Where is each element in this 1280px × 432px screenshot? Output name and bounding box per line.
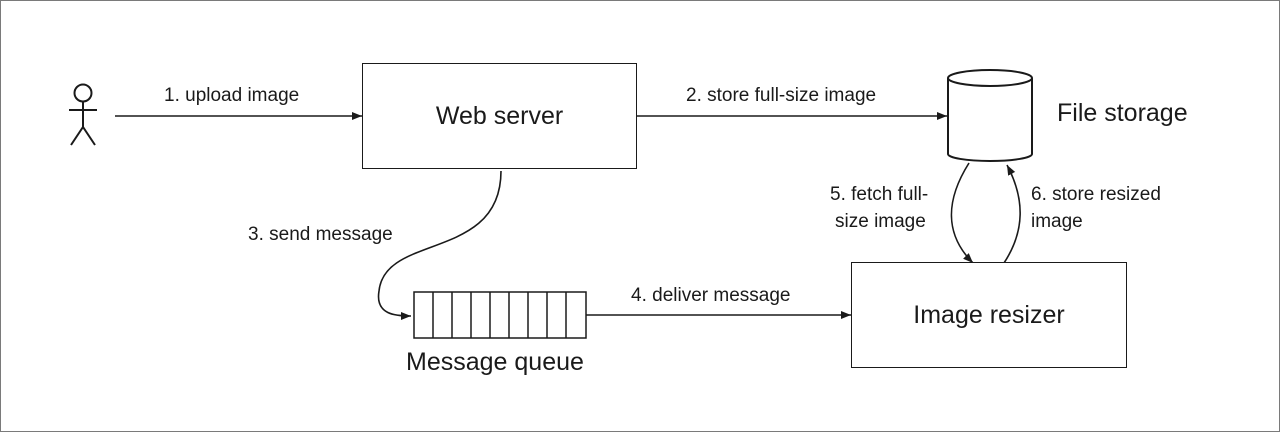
message-queue-icon xyxy=(413,291,587,339)
edge-fetch-full-label-line2: size image xyxy=(835,211,926,232)
edge-send-message-arrow xyxy=(377,170,502,320)
edge-store-resized-arrow xyxy=(1003,164,1021,264)
edge-send-message-label: 3. send message xyxy=(248,224,393,245)
edge-deliver-message-label: 4. deliver message xyxy=(631,285,791,306)
edge-fetch-full-arrow xyxy=(950,162,974,264)
edge-store-resized-label-line1: 6. store resized xyxy=(1031,184,1161,205)
edge-fetch-full-label-line1: 5. fetch full- xyxy=(830,184,929,205)
image-resizer-box: Image resizer xyxy=(851,262,1127,368)
user-stick-figure-icon xyxy=(69,83,97,146)
edge-store-resized-label-line2: image xyxy=(1031,211,1083,232)
edge-upload-label: 1. upload image xyxy=(164,85,300,106)
web-server-label: Web server xyxy=(435,101,564,130)
edge-store-full-label: 2. store full-size image xyxy=(686,85,877,106)
file-storage-cylinder-icon xyxy=(947,69,1033,162)
web-server-box: Web server xyxy=(362,63,637,169)
file-storage-label: File storage xyxy=(1057,99,1188,127)
image-resizer-label: Image resizer xyxy=(913,300,1065,329)
message-queue-label: Message queue xyxy=(406,348,584,376)
